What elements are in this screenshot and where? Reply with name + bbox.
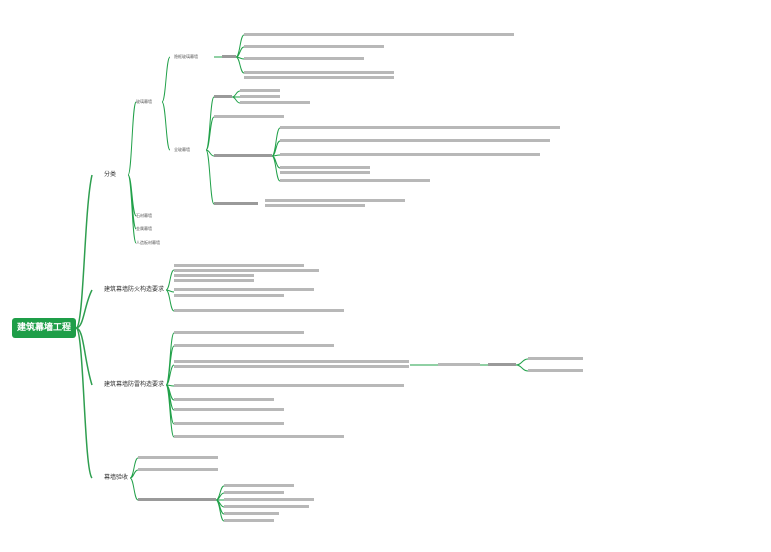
acceptance-sub-text (224, 484, 314, 522)
full-glass-d-node (214, 199, 405, 207)
connector-full-glass-c (271, 127, 281, 182)
branch-acceptance: 幕墙验收 (104, 474, 129, 481)
connector-full-glass (205, 96, 215, 205)
connector-hidden-frame-points (235, 34, 245, 74)
connector-glass-curtain (161, 56, 171, 151)
full-glass-c-node (214, 154, 272, 157)
item-glass-curtain: 玻璃幕墙 (136, 99, 152, 104)
fire-items-text (174, 264, 344, 312)
connector-lightning (165, 332, 175, 438)
lightning-sub-text (438, 357, 583, 372)
root-node: 建筑幕墙工程 (12, 318, 76, 338)
connector-fire (165, 269, 175, 312)
hidden-frame-points-text (244, 33, 514, 79)
branch-fire: 建筑幕墙防火构造要求 (104, 286, 165, 293)
connector-fenlei (127, 101, 137, 244)
lightning-items-text (174, 331, 409, 438)
item-metal-curtain: 金属幕墙 (136, 226, 152, 231)
item-hidden-frame: 隐框玻璃幕墙 (174, 54, 198, 59)
item-stone-curtain: 石材幕墙 (136, 213, 152, 218)
item-panel-curtain: 人造板材幕墙 (136, 240, 160, 245)
connector-full-glass-a (231, 90, 241, 104)
item-fully-glazed: 全玻幕墙 (174, 147, 190, 152)
connector-acceptance-sub (215, 485, 225, 522)
full-glass-a-text (240, 89, 310, 104)
branch-lightning: 建筑幕墙防雷构造要求 (104, 381, 165, 388)
full-glass-b-node (214, 115, 284, 118)
connector-acceptance (129, 457, 139, 501)
full-glass-c-text (280, 126, 560, 182)
connector-lightning-sub (410, 358, 529, 372)
hidden-frame-node (222, 55, 236, 58)
connector-root (75, 174, 93, 479)
full-glass-a-node (214, 95, 232, 98)
acceptance-items-text (138, 456, 218, 501)
branch-classification: 分类 (104, 171, 117, 178)
